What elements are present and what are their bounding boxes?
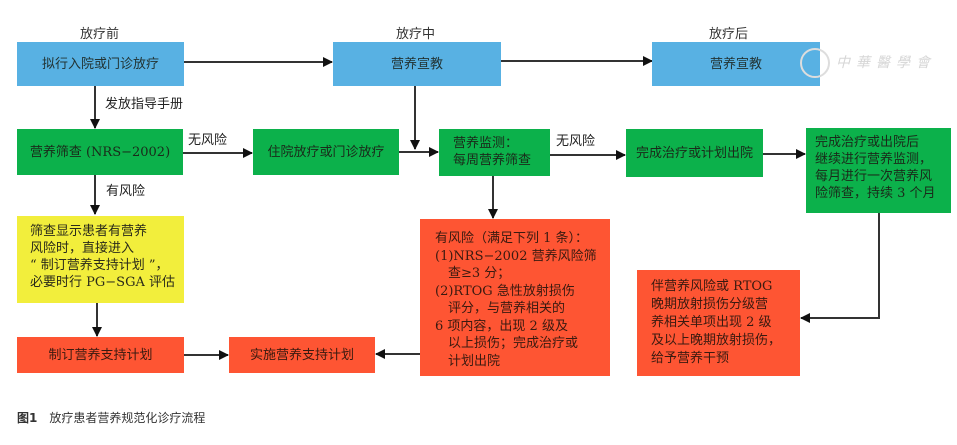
- risk-criteria-line: 6 项内容，出现 2 级及: [435, 318, 568, 334]
- late-injury-line: 及以上晚期放射损伤，: [651, 333, 782, 348]
- risk-criteria-line: 计划出院: [435, 353, 501, 369]
- label-has-risk: 有风险: [106, 184, 146, 199]
- risk-direct-line: 风险时，直接进入: [30, 241, 135, 256]
- box-implement-plan: 实施营养支持计划: [229, 337, 375, 373]
- box-complete-treatment: 完成治疗或计划出院: [626, 129, 763, 177]
- late-injury-line: 伴营养风险或 RTOG: [651, 279, 773, 294]
- phase-label-after: 放疗后: [709, 27, 749, 42]
- box-planned-treatment: 拟行入院或门诊放疗: [17, 42, 184, 86]
- box-education-during: 营养宣教: [333, 42, 501, 86]
- risk-criteria-line: (1)NRS−2002 营养风险筛: [435, 248, 597, 264]
- box-education-after: 营养宣教: [652, 42, 820, 86]
- box-screening: 营养筛查 (NRS−2002): [17, 129, 183, 175]
- box-risk-direct: 筛查显示患者有营养 风险时，直接进入 “ 制订营养支持计划 ”， 必要时行 PG…: [17, 216, 184, 303]
- figure-title: 放疗患者营养规范化诊疗流程: [49, 411, 206, 425]
- society-logo-icon: [800, 48, 830, 78]
- late-injury-line: 养相关单项出现 2 级: [651, 315, 772, 330]
- figure-number: 图1: [17, 411, 38, 425]
- late-injury-line: 晚期放射损伤分级营: [651, 297, 769, 312]
- label-no-risk-2: 无风险: [556, 134, 596, 149]
- watermark-text: 中華醫學會: [836, 55, 936, 71]
- phase-label-before: 放疗前: [80, 27, 120, 42]
- followup-line: 继续进行营养监测，: [815, 152, 933, 167]
- box-monitoring: 营养监测： 每周营养筛查: [439, 129, 550, 176]
- risk-criteria-line: 查≥3 分；: [435, 266, 511, 281]
- box-risk-criteria: 有风险（满足下列 1 条）： (1)NRS−2002 营养风险筛 查≥3 分； …: [420, 219, 610, 376]
- risk-criteria-line: 评分，与营养相关的: [435, 301, 566, 316]
- label-no-risk-1: 无风险: [188, 133, 228, 148]
- monitoring-line: 每周营养筛查: [453, 153, 532, 168]
- late-injury-line: 给予营养干预: [651, 351, 730, 366]
- monitoring-line: 营养监测：: [453, 136, 519, 151]
- risk-direct-line: “ 制订营养支持计划 ”，: [30, 258, 169, 273]
- box-inpatient-treatment: 住院放疗或门诊放疗: [253, 129, 399, 175]
- risk-criteria-line: 以上损伤；完成治疗或: [435, 336, 579, 351]
- box-followup: 完成治疗或出院后 继续进行营养监测， 每月进行一次营养风 险筛查，持续 3 个月: [806, 128, 951, 213]
- risk-direct-line: 筛查显示患者有营养: [30, 224, 148, 239]
- figure-caption: 图1 放疗患者营养规范化诊疗流程: [17, 409, 205, 426]
- risk-criteria-line: (2)RTOG 急性放射损伤: [435, 283, 575, 299]
- label-handbook: 发放指导手册: [105, 97, 184, 112]
- box-make-plan: 制订营养支持计划: [17, 337, 184, 373]
- followup-line: 险筛查，持续 3 个月: [815, 186, 936, 201]
- phase-label-during: 放疗中: [396, 27, 436, 42]
- risk-direct-line: 必要时行 PG−SGA 评估: [30, 275, 175, 290]
- arrow-followup-to-late-injury: [800, 213, 880, 323]
- risk-criteria-line: 有风险（满足下列 1 条）：: [435, 231, 589, 246]
- watermark: 中華醫學會: [800, 48, 936, 78]
- followup-line: 每月进行一次营养风: [815, 169, 933, 184]
- box-late-injury: 伴营养风险或 RTOG 晚期放射损伤分级营 养相关单项出现 2 级 及以上晚期放…: [637, 270, 800, 376]
- followup-line: 完成治疗或出院后: [815, 135, 920, 150]
